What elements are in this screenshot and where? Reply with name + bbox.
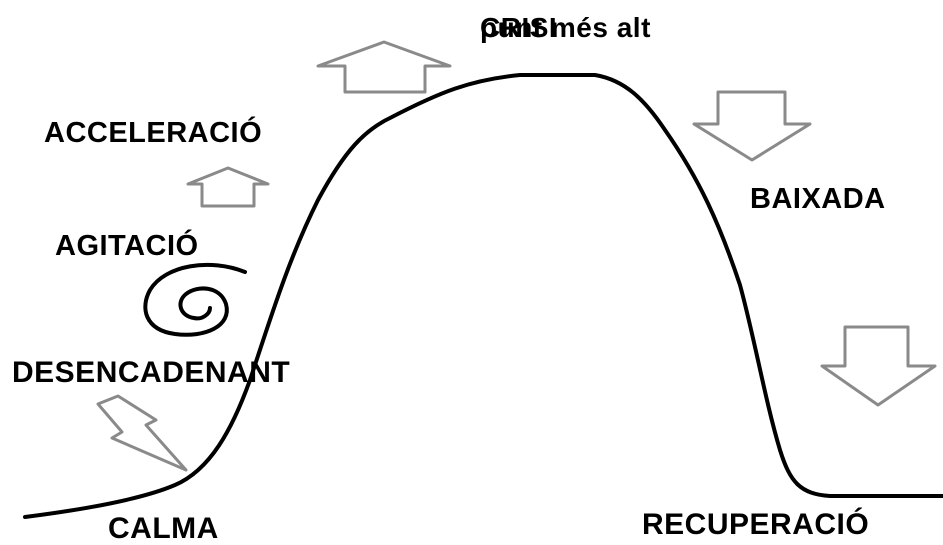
crisis-title: CRISI [480,12,558,43]
up-arrow-icon [316,40,452,94]
spiral-icon [143,262,247,337]
crisis-subtitle: punt més alt [480,12,651,43]
acceleration-label: ACCELERACIÓ [44,117,263,149]
down-arrow-icon [692,90,812,162]
lightning-icon [96,394,188,472]
agitation-label: AGITACIÓ [55,230,199,262]
calm-label: CALMA [108,512,219,545]
down-arrow-icon [820,325,937,407]
crisis-curve [23,73,943,519]
recovery-label: RECUPERACIÓ [642,508,870,541]
up-arrow-icon [186,166,270,208]
trigger-label: DESENCADENANT [12,356,291,389]
descent-label: BAIXADA [750,183,886,215]
